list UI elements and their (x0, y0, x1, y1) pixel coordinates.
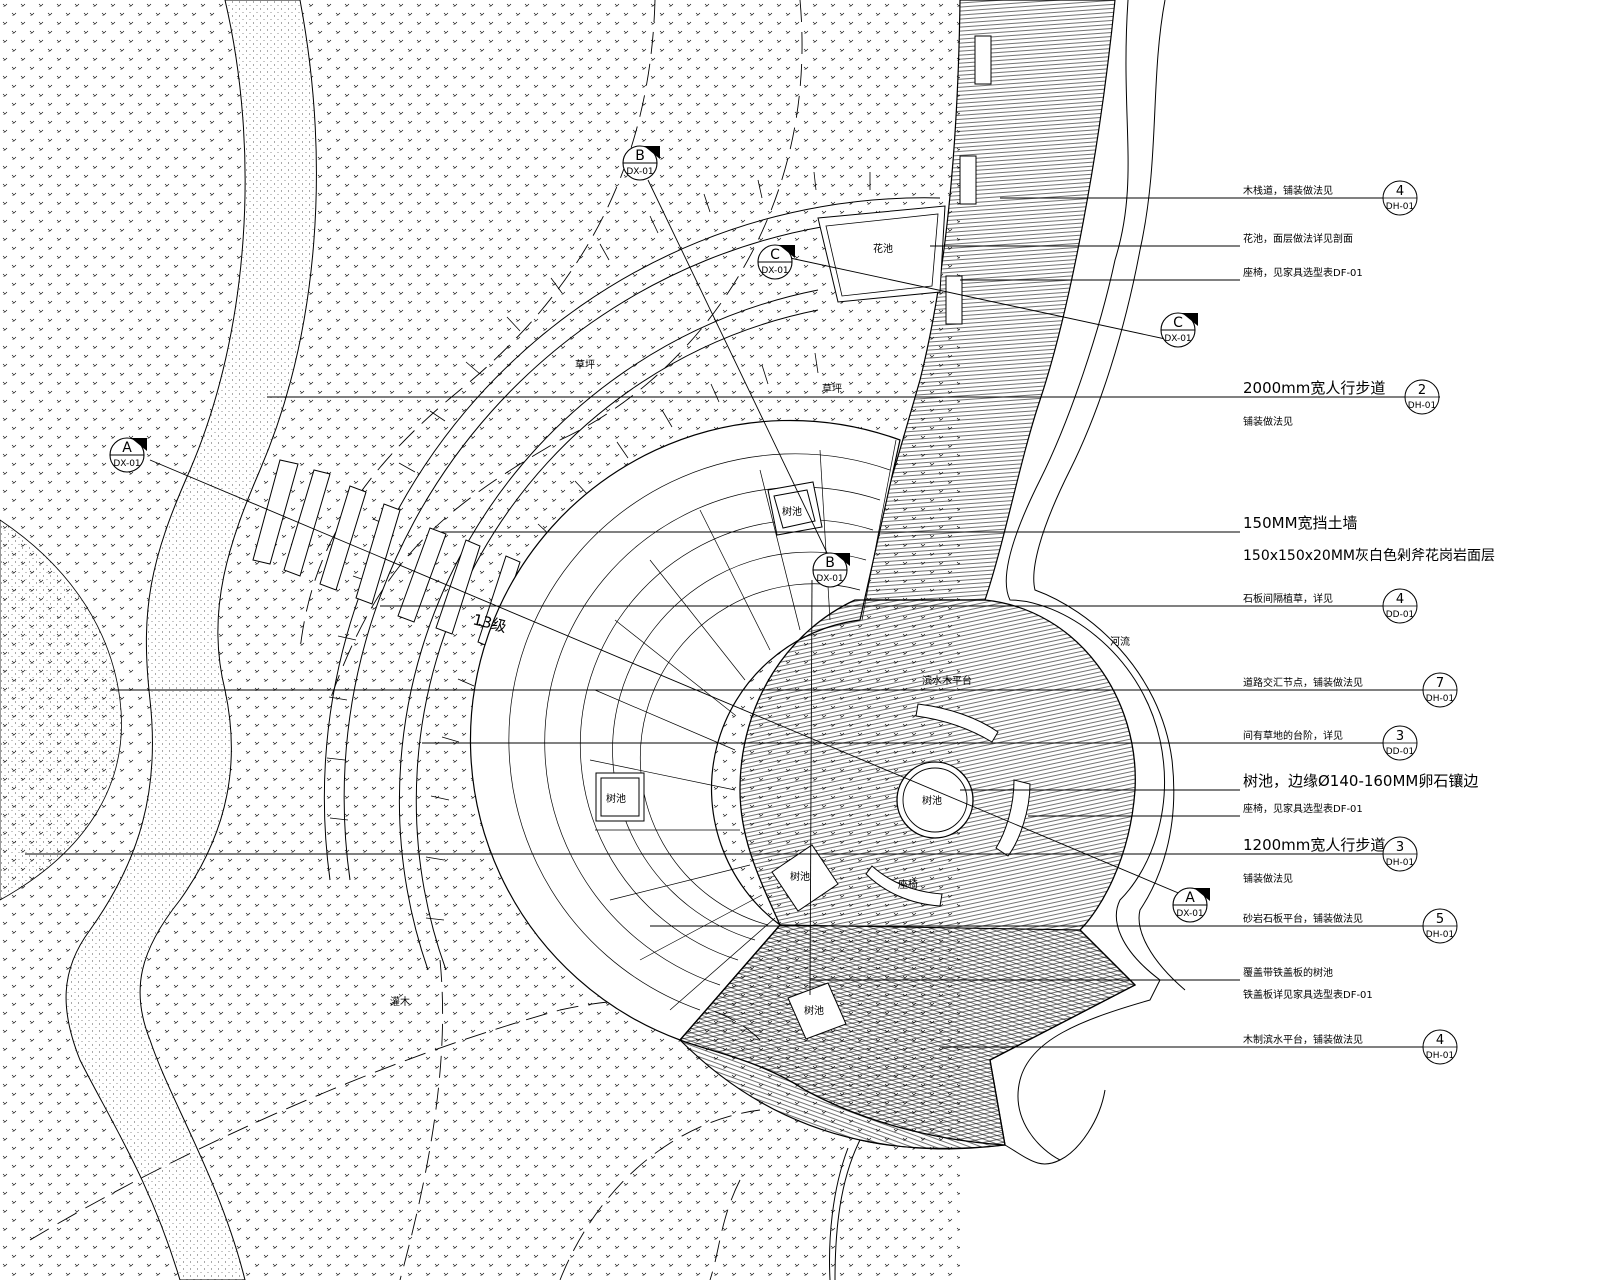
stone-paving-plaza (469, 419, 901, 1041)
boardwalk-benches (945, 35, 992, 325)
callout: 座椅，见家具选型表DF-01 (1243, 266, 1363, 279)
detail-ref-number: 2 (1418, 383, 1426, 398)
detail-ref-sheet: DH-01 (1426, 694, 1454, 704)
callout: 木制滨水平台，铺装做法见 4DH-01 (1243, 1029, 1458, 1065)
callout: 木栈道，铺装做法见 4DH-01 (1243, 180, 1418, 216)
label-tree-pool-center: 树池 (922, 794, 942, 807)
detail-ref-number: 4 (1396, 592, 1404, 607)
section-marker-arrow (1194, 888, 1210, 901)
section-marker: C DX-01 (1160, 312, 1198, 348)
callout-text: 150MM宽挡土墙 (1243, 514, 1358, 532)
label-flower-bed: 花池 (873, 242, 893, 255)
section-marker-ref: DX-01 (761, 266, 788, 276)
detail-ref-sheet: DH-01 (1386, 202, 1414, 212)
sand-path-texture (66, 0, 317, 1280)
label-bench: 座椅 (898, 878, 918, 891)
label-river: 河流 (1110, 635, 1130, 648)
callout-text: 石板间隔植草，详见 (1243, 592, 1333, 605)
detail-ref-number: 4 (1396, 184, 1404, 199)
callout-text: 木栈道，铺装做法见 (1243, 184, 1333, 197)
detail-ref-sheet: DH-01 (1408, 401, 1436, 411)
callout-text-line2: 铺装做法见 (1243, 415, 1293, 428)
callout-text: 道路交汇节点，铺装做法见 (1243, 676, 1363, 689)
section-marker-arrow (644, 146, 660, 159)
label-tree-pool-2: 树池 (606, 792, 626, 805)
detail-ref-number: 3 (1396, 840, 1404, 855)
label-lawn-2: 草坪 (822, 382, 842, 395)
section-marker: A DX-01 (1172, 887, 1210, 923)
callout: 花池，面层做法详见剖面 (1243, 232, 1353, 245)
section-cut-lines (149, 179, 1196, 996)
callout: 150MM宽挡土墙 150x150x20MM灰白色剁斧花岗岩面层 (1243, 514, 1495, 564)
section-marker-letter: A (1185, 890, 1195, 906)
detail-ref-number: 5 (1436, 912, 1444, 927)
section-marker-ref: DX-01 (1176, 909, 1203, 919)
section-marker-arrow (779, 245, 795, 258)
section-marker: A DX-01 (109, 437, 147, 473)
curved-benches (865, 703, 1031, 907)
callout: 道路交汇节点，铺装做法见 7DH-01 (1243, 672, 1458, 708)
leader-lines (25, 197, 1440, 1048)
callout-text: 花池，面层做法详见剖面 (1243, 232, 1353, 245)
section-marker: B DX-01 (622, 145, 660, 181)
callout-text-line2: 铺装做法见 (1243, 872, 1293, 885)
callout: 树池，边缘Ø140-160MM卵石镶边 (1243, 772, 1478, 790)
detail-ref-number: 4 (1436, 1033, 1444, 1048)
callout-text: 座椅，见家具选型表DF-01 (1243, 802, 1363, 815)
section-marker-ref: DX-01 (1164, 334, 1191, 344)
section-marker-letter: C (1173, 315, 1183, 331)
label-shrubs: 灌木 (390, 996, 410, 1008)
label-platform: 滨水木平台 (922, 674, 972, 687)
detail-ref-sheet: DH-01 (1426, 930, 1454, 940)
callout-text: 2000mm宽人行步道 (1243, 379, 1385, 397)
callout-text: 树池，边缘Ø140-160MM卵石镶边 (1243, 772, 1478, 790)
section-marker-ref: DX-01 (626, 167, 653, 177)
section-marker-ref: DX-01 (816, 574, 843, 584)
label-tree-pool-4: 树池 (804, 1004, 824, 1017)
section-marker-ref: DX-01 (113, 459, 140, 469)
callout-text: 1200mm宽人行步道 (1243, 836, 1385, 854)
callout-text-line2: 铁盖板详见家具选型表DF-01 (1243, 988, 1373, 1001)
detail-ref-sheet: DD-01 (1386, 610, 1415, 620)
label-lawn-1: 草坪 (575, 358, 595, 371)
callout-text: 砂岩石板平台，铺装做法见 (1243, 912, 1363, 925)
section-marker-letter: A (122, 440, 132, 456)
square-tree-pools (595, 481, 847, 1040)
river-edges (829, 0, 1186, 1280)
callout-text: 木制滨水平台，铺装做法见 (1243, 1033, 1363, 1046)
label-tree-pool-1: 树池 (782, 505, 802, 518)
callout: 石板间隔植草，详见 4DD-01 (1243, 588, 1418, 624)
callout-text: 覆盖带铁盖板的树池 (1243, 966, 1333, 979)
central-tree-pool (896, 761, 974, 839)
section-marker-arrow (1182, 313, 1198, 326)
callout: 间有草地的台阶，详见 3DD-01 (1243, 725, 1418, 761)
label-tree-pool-3: 树池 (790, 870, 810, 883)
callout-text: 间有草地的台阶，详见 (1243, 729, 1343, 742)
detail-ref-sheet: DD-01 (1386, 747, 1415, 757)
sand-path-left (0, 519, 122, 901)
detail-ref-sheet: DH-01 (1426, 1051, 1454, 1061)
section-marker-letter: B (635, 148, 645, 164)
section-marker: B DX-01 (812, 552, 850, 588)
callout: 砂岩石板平台，铺装做法见 5DH-01 (1243, 908, 1458, 944)
detail-ref-sheet: DH-01 (1386, 858, 1414, 868)
section-marker-letter: C (770, 247, 780, 263)
section-marker-arrow (131, 438, 147, 451)
detail-ref-number: 7 (1436, 676, 1444, 691)
section-marker: C DX-01 (757, 244, 795, 280)
flower-bed (817, 205, 946, 303)
callout-text: 座椅，见家具选型表DF-01 (1243, 266, 1363, 279)
callout: 座椅，见家具选型表DF-01 (1243, 802, 1363, 815)
callout-text-line2: 150x150x20MM灰白色剁斧花岗岩面层 (1243, 547, 1495, 564)
detail-ref-number: 3 (1396, 729, 1404, 744)
section-marker-arrow (834, 553, 850, 566)
section-marker-letter: B (825, 555, 835, 571)
